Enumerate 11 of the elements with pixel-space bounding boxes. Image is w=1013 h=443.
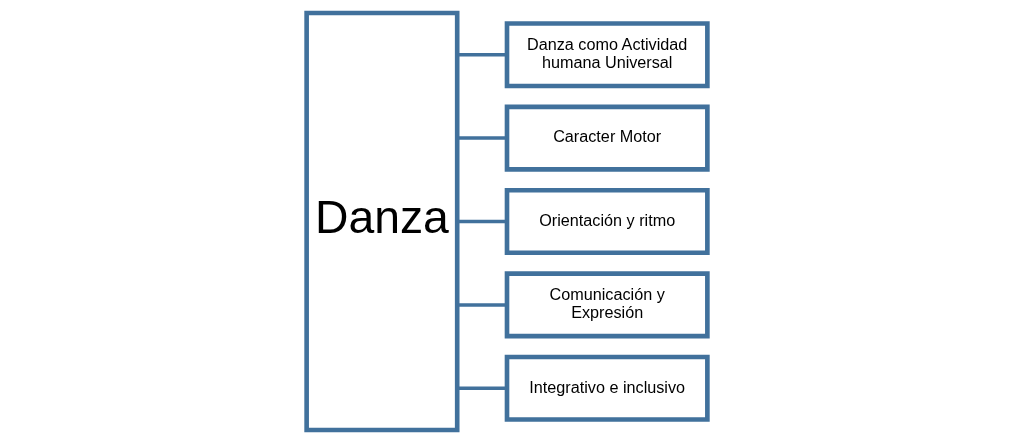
node-box: Orientación y ritmo — [504, 187, 710, 256]
connector — [456, 386, 507, 390]
node-box: Integrativo e inclusivo — [504, 354, 710, 422]
connector — [456, 303, 507, 307]
node-box: Danza — [303, 10, 459, 433]
connector — [456, 53, 507, 57]
node-box: Caracter Motor — [504, 104, 710, 172]
node-box: Comunicación y Expresión — [504, 271, 710, 339]
connector — [456, 219, 507, 224]
node-box: Danza como Actividad humana Universal — [504, 21, 710, 89]
connector — [456, 136, 507, 140]
